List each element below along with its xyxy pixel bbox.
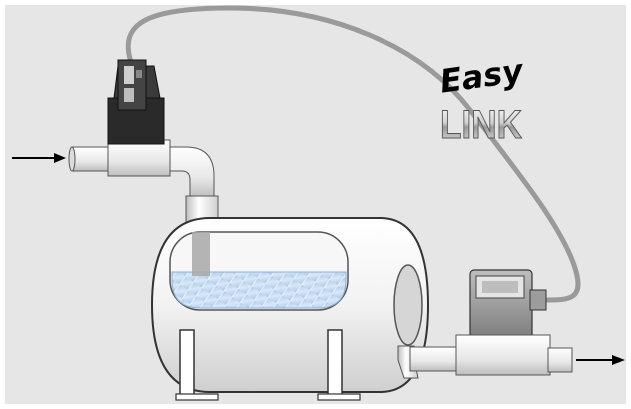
tank-leg-left	[180, 330, 194, 396]
dip-tube	[192, 232, 210, 276]
outlet-stub	[548, 348, 572, 372]
water-level	[172, 272, 346, 308]
valve-housing	[108, 140, 170, 176]
pressure-tank	[152, 218, 428, 400]
tank-leg-right	[328, 330, 342, 396]
logo-link-text: LINK	[440, 103, 522, 147]
tank-end-cap	[394, 265, 422, 345]
